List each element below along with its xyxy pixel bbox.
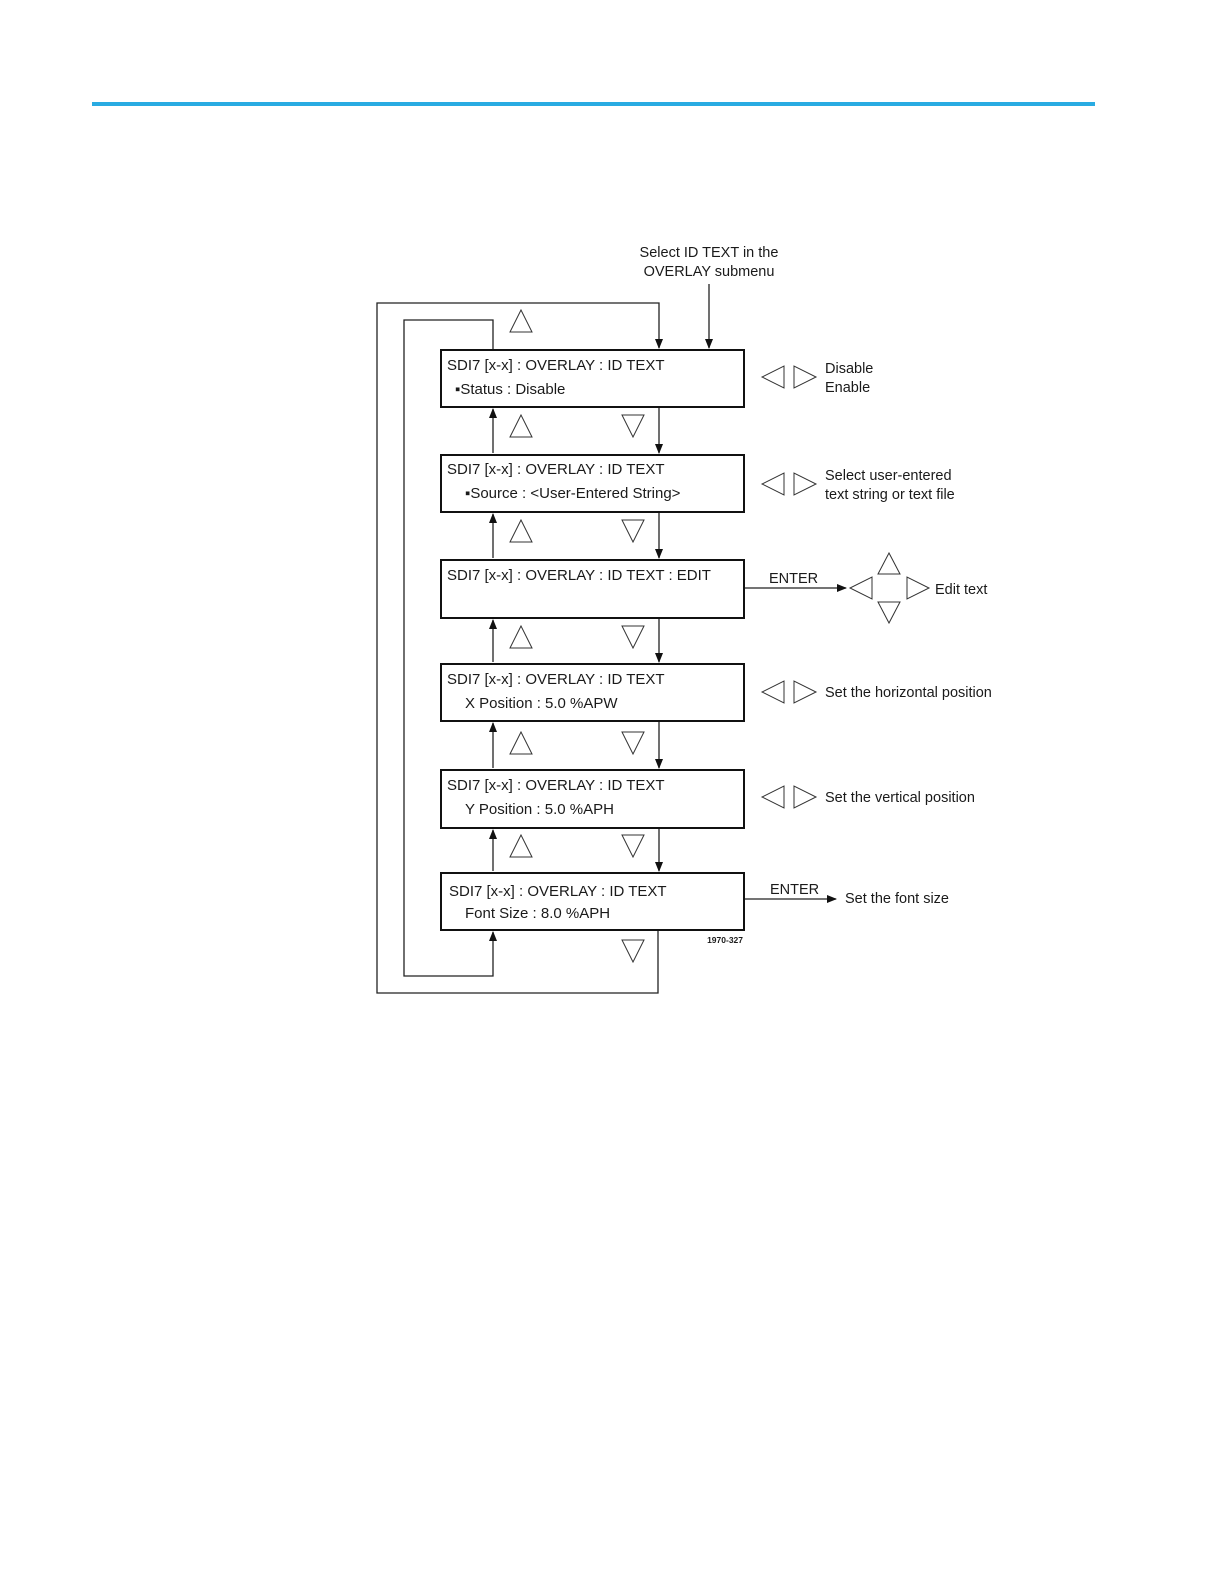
enter-label: ENTER [770, 882, 819, 898]
enter-label: ENTER [769, 571, 818, 587]
up-arrow-icon [509, 518, 533, 543]
menu-box-title: SDI7 [x-x] : OVERLAY : ID TEXT [447, 461, 665, 478]
down-arrow-icon [621, 414, 645, 439]
menu-box-x-position: SDI7 [x-x] : OVERLAY : ID TEXT X Positio… [440, 663, 745, 722]
header-rule [92, 102, 1095, 106]
left-arrow-icon [760, 680, 785, 704]
down-arrow-icon [621, 731, 645, 756]
right-arrow-icon [793, 365, 818, 389]
menu-box-value: ▪Status : Disable [455, 381, 565, 398]
menu-box-edit: SDI7 [x-x] : OVERLAY : ID TEXT : EDIT [440, 559, 745, 619]
side-font-size: ENTER Set the font size [745, 882, 949, 907]
xpos-note: Set the horizontal position [825, 685, 992, 701]
left-arrow-icon [760, 472, 785, 496]
side-x-position: Set the horizontal position [760, 680, 992, 704]
menu-box-title: SDI7 [x-x] : OVERLAY : ID TEXT [447, 671, 665, 688]
status-option-1: Disable [825, 361, 873, 377]
up-arrow-icon [877, 551, 901, 575]
up-arrow-icon [509, 730, 533, 755]
ypos-note: Set the vertical position [825, 790, 975, 806]
menu-box-y-position: SDI7 [x-x] : OVERLAY : ID TEXT Y Positio… [440, 769, 745, 829]
right-arrow-icon [793, 680, 818, 704]
down-arrow-icon [877, 601, 901, 625]
side-y-position: Set the vertical position [760, 785, 975, 809]
loop-connectors [376, 284, 713, 994]
vertical-connectors [489, 407, 663, 872]
side-edit: ENTER Edit text [745, 551, 987, 625]
menu-box-value: Font Size : 8.0 %APH [465, 905, 610, 922]
menu-box-value: ▪Source : <User-Entered String> [465, 485, 681, 502]
font-size-note: Set the font size [845, 891, 949, 907]
inner-loop-line [403, 319, 497, 977]
menu-box-source: SDI7 [x-x] : OVERLAY : ID TEXT ▪Source :… [440, 454, 745, 513]
menu-box-value: Y Position : 5.0 %APH [465, 801, 614, 818]
entry-note-line-1: Select ID TEXT in the [640, 245, 779, 261]
down-arrow-icon [621, 519, 645, 544]
up-arrow-icon [509, 308, 533, 333]
source-note-line-2: text string or text file [825, 487, 955, 503]
right-arrow-icon [793, 785, 818, 809]
up-arrow-icon [509, 833, 533, 858]
outer-loop-line [376, 302, 663, 994]
menu-box-title: SDI7 [x-x] : OVERLAY : ID TEXT [449, 883, 667, 900]
side-status: Disable Enable [760, 361, 873, 396]
up-arrow-icon [509, 624, 533, 649]
right-arrow-icon [793, 472, 818, 496]
left-arrow-icon [848, 576, 873, 600]
figure-id: 1970-327 [707, 935, 743, 945]
left-arrow-icon [760, 365, 785, 389]
source-note-line-1: Select user-entered [825, 468, 952, 484]
up-arrow-icon [509, 413, 533, 438]
edit-text-note: Edit text [935, 582, 987, 598]
side-source: Select user-entered text string or text … [760, 468, 955, 503]
menu-box-title: SDI7 [x-x] : OVERLAY : ID TEXT [447, 777, 665, 794]
left-arrow-icon [760, 785, 785, 809]
menu-box-status: SDI7 [x-x] : OVERLAY : ID TEXT ▪Status :… [440, 349, 745, 408]
menu-box-title: SDI7 [x-x] : OVERLAY : ID TEXT [447, 357, 665, 374]
menu-box-title: SDI7 [x-x] : OVERLAY : ID TEXT : EDIT [447, 567, 711, 584]
down-arrow-icon [621, 834, 645, 859]
right-arrow-icon [906, 576, 931, 600]
nav-triangles [509, 308, 645, 964]
down-arrow-icon [621, 625, 645, 650]
menu-box-font-size: SDI7 [x-x] : OVERLAY : ID TEXT Font Size… [440, 872, 745, 931]
entry-note-line-2: OVERLAY submenu [644, 264, 775, 280]
menu-box-value: X Position : 5.0 %APW [465, 695, 618, 712]
status-option-2: Enable [825, 380, 870, 396]
down-arrow-icon [621, 939, 645, 964]
